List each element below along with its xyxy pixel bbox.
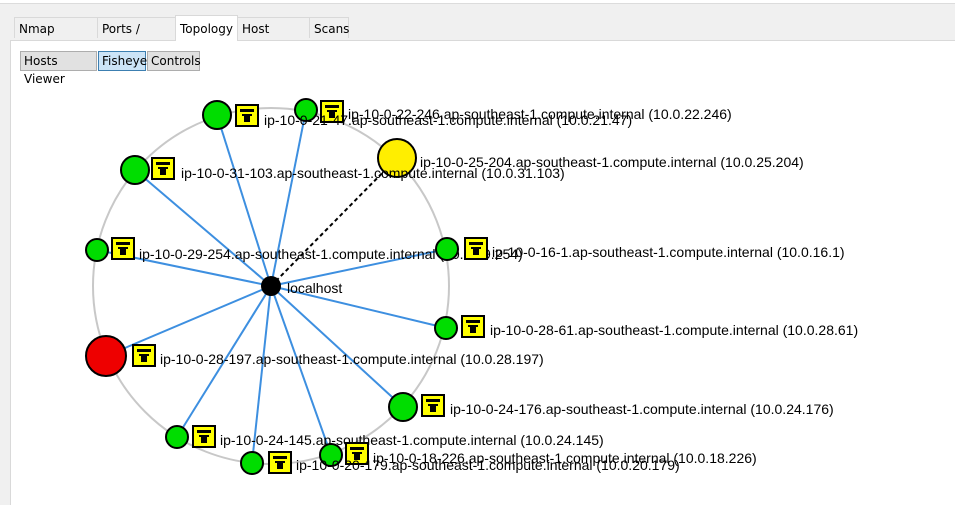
topology-link xyxy=(270,285,404,408)
host-node[interactable]: ip-10-0-28-197.ap-southeast-1.compute.in… xyxy=(85,335,544,377)
padlock-icon xyxy=(235,104,259,127)
topology-link xyxy=(216,114,272,287)
topology-link xyxy=(270,285,447,329)
host-status-circle[interactable] xyxy=(377,138,417,178)
topology-link xyxy=(105,285,272,357)
host-status-circle[interactable] xyxy=(85,238,109,262)
topology-link xyxy=(270,157,398,287)
host-label: ip-10-0-24-176.ap-southeast-1.compute.in… xyxy=(450,401,834,417)
host-label: ip-10-0-20-179.ap-southeast-1.compute.in… xyxy=(296,457,680,473)
top-border xyxy=(0,0,955,4)
padlock-icon xyxy=(464,237,488,260)
host-status-circle[interactable] xyxy=(435,237,459,261)
host-node[interactable]: ip-10-0-20-179.ap-southeast-1.compute.in… xyxy=(240,451,680,475)
padlock-icon xyxy=(192,425,216,448)
padlock-icon xyxy=(268,451,292,474)
padlock-icon xyxy=(132,344,156,367)
host-label: ip-10-0-29-254.ap-southeast-1.compute.in… xyxy=(139,246,523,262)
host-node[interactable]: ip-10-0-29-254.ap-southeast-1.compute.in… xyxy=(85,237,523,262)
host-node[interactable]: ip-10-0-25-204.ap-southeast-1.compute.in… xyxy=(377,138,804,178)
localhost-node[interactable]: localhost xyxy=(261,276,342,296)
topology-link xyxy=(270,248,448,287)
host-status-circle[interactable] xyxy=(388,392,418,422)
tab-scans[interactable]: Scans xyxy=(309,17,349,38)
host-status-circle[interactable] xyxy=(240,451,264,475)
host-node[interactable]: ip-10-0-24-145.ap-southeast-1.compute.in… xyxy=(165,425,604,449)
padlock-icon xyxy=(320,100,344,123)
topology-nodes: ip-10-0-22-246.ap-southeast-1.compute.in… xyxy=(85,98,858,475)
controls-button[interactable]: Controls xyxy=(147,51,201,71)
padlock-icon xyxy=(461,315,485,338)
host-status-circle[interactable] xyxy=(294,98,318,122)
host-label: ip-10-0-31-103.ap-southeast-1.compute.in… xyxy=(181,165,565,181)
topology-link xyxy=(251,285,272,464)
host-node[interactable]: ip-10-0-28-61.ap-southeast-1.compute.int… xyxy=(434,315,858,340)
host-node[interactable]: ip-10-0-31-103.ap-southeast-1.compute.in… xyxy=(120,155,565,185)
padlock-icon xyxy=(151,157,175,180)
topology-link xyxy=(270,285,332,456)
padlock-icon xyxy=(345,442,369,465)
localhost-label: localhost xyxy=(287,280,342,296)
tab-topology[interactable]: Topology xyxy=(175,15,238,41)
host-status-circle[interactable] xyxy=(165,425,189,449)
host-label: ip-10-0-24-145.ap-southeast-1.compute.in… xyxy=(220,432,604,448)
host-label: ip-10-0-21-47.ap-southeast-1.compute.int… xyxy=(264,112,632,128)
topology-link xyxy=(270,109,307,287)
host-label: ip-10-0-18-226.ap-southeast-1.compute.in… xyxy=(373,450,757,466)
host-status-circle[interactable] xyxy=(202,100,232,130)
host-label: ip-10-0-25-204.ap-southeast-1.compute.in… xyxy=(420,154,804,170)
host-node[interactable]: ip-10-0-24-176.ap-southeast-1.compute.in… xyxy=(388,392,834,422)
padlock-icon xyxy=(111,237,135,260)
fisheye-button[interactable]: Fisheye xyxy=(98,51,147,71)
host-label: ip-10-0-28-61.ap-southeast-1.compute.int… xyxy=(490,322,858,338)
host-label: ip-10-0-28-197.ap-southeast-1.compute.in… xyxy=(160,351,544,367)
host-status-circle[interactable] xyxy=(85,335,127,377)
localhost-dot[interactable] xyxy=(261,276,281,296)
hosts-viewer-button[interactable]: Hosts Viewer xyxy=(20,51,97,86)
host-node[interactable]: ip-10-0-16-1.ap-southeast-1.compute.inte… xyxy=(435,237,845,261)
padlock-icon xyxy=(421,394,445,417)
host-node[interactable]: ip-10-0-18-226.ap-southeast-1.compute.in… xyxy=(319,442,757,467)
host-status-circle[interactable] xyxy=(319,443,343,467)
host-status-circle[interactable] xyxy=(120,155,150,185)
host-label: ip-10-0-16-1.ap-southeast-1.compute.inte… xyxy=(492,244,845,260)
topology-link xyxy=(176,285,272,438)
host-label: ip-10-0-22-246.ap-southeast-1.compute.in… xyxy=(348,106,732,122)
host-status-circle[interactable] xyxy=(434,316,458,340)
host-node[interactable]: ip-10-0-22-246.ap-southeast-1.compute.in… xyxy=(294,98,732,123)
topology-link xyxy=(134,169,272,287)
host-node[interactable]: ip-10-0-21-47.ap-southeast-1.compute.int… xyxy=(202,100,632,130)
topology-panel xyxy=(10,40,955,505)
topology-links xyxy=(96,109,448,464)
